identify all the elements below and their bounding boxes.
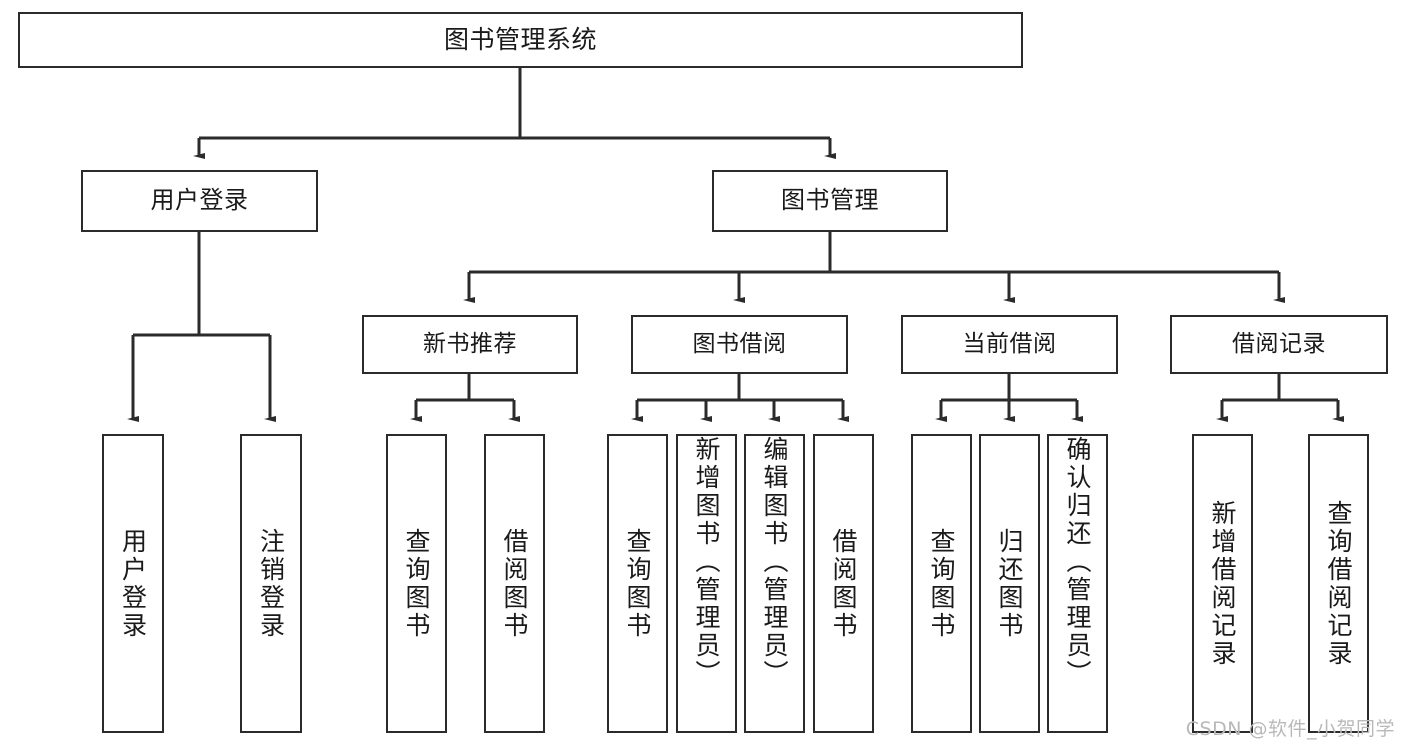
- node-new-book-recommend-label: 新书推荐: [423, 331, 517, 358]
- node-leaf-query-borrow-record-label: 查询借阅记录: [1324, 499, 1353, 668]
- node-leaf-query-book-current-label: 查询图书: [927, 527, 956, 640]
- node-book-borrow[interactable]: 图书借阅: [631, 315, 848, 374]
- node-leaf-user-login-label: 用户登录: [118, 527, 148, 640]
- node-borrow-record[interactable]: 借阅记录: [1170, 315, 1388, 374]
- node-leaf-add-borrow-record-label: 新增借阅记录: [1208, 499, 1237, 668]
- node-leaf-confirm-return-label: 确认归还（管理员）: [1063, 436, 1092, 688]
- node-leaf-add-book-label: 新增图书（管理员）: [692, 436, 721, 688]
- node-new-book-recommend[interactable]: 新书推荐: [362, 315, 578, 374]
- node-book-management-label: 图书管理: [781, 186, 879, 215]
- node-borrow-record-label: 借阅记录: [1232, 331, 1326, 358]
- node-root-book-management-system[interactable]: 图书管理系统: [18, 12, 1023, 68]
- node-leaf-query-book-current[interactable]: 查询图书: [911, 434, 972, 733]
- node-leaf-borrow-book-recommend-label: 借阅图书: [500, 527, 529, 640]
- node-book-borrow-label: 图书借阅: [692, 331, 787, 358]
- node-leaf-query-book-borrow[interactable]: 查询图书: [607, 434, 668, 733]
- node-user-login-label: 用户登录: [150, 186, 249, 215]
- node-leaf-query-book-recommend[interactable]: 查询图书: [386, 434, 447, 733]
- node-leaf-add-borrow-record[interactable]: 新增借阅记录: [1192, 434, 1253, 733]
- node-book-management[interactable]: 图书管理: [712, 170, 948, 232]
- node-leaf-edit-book-label: 编辑图书（管理员）: [760, 436, 789, 688]
- node-leaf-query-book-borrow-label: 查询图书: [623, 527, 652, 640]
- node-leaf-confirm-return[interactable]: 确认归还（管理员）: [1047, 434, 1108, 733]
- node-leaf-query-book-recommend-label: 查询图书: [402, 527, 431, 640]
- node-leaf-add-book[interactable]: 新增图书（管理员）: [676, 434, 737, 733]
- node-leaf-borrow-book-recommend[interactable]: 借阅图书: [484, 434, 545, 733]
- node-leaf-borrow-book-borrow-label: 借阅图书: [829, 527, 858, 640]
- node-root-label: 图书管理系统: [443, 24, 597, 54]
- node-leaf-return-book[interactable]: 归还图书: [979, 434, 1040, 733]
- node-leaf-user-login[interactable]: 用户登录: [102, 434, 164, 733]
- node-leaf-user-logout[interactable]: 注销登录: [240, 434, 302, 733]
- node-leaf-return-book-label: 归还图书: [995, 527, 1024, 640]
- node-leaf-edit-book[interactable]: 编辑图书（管理员）: [744, 434, 805, 733]
- node-user-login[interactable]: 用户登录: [81, 170, 318, 232]
- node-current-borrow[interactable]: 当前借阅: [901, 315, 1118, 374]
- csdn-watermark: CSDN @软件_小贺同学: [1185, 718, 1395, 740]
- node-leaf-user-logout-label: 注销登录: [256, 527, 286, 640]
- node-current-borrow-label: 当前借阅: [962, 331, 1057, 358]
- node-leaf-borrow-book-borrow[interactable]: 借阅图书: [813, 434, 874, 733]
- node-leaf-query-borrow-record[interactable]: 查询借阅记录: [1308, 434, 1369, 733]
